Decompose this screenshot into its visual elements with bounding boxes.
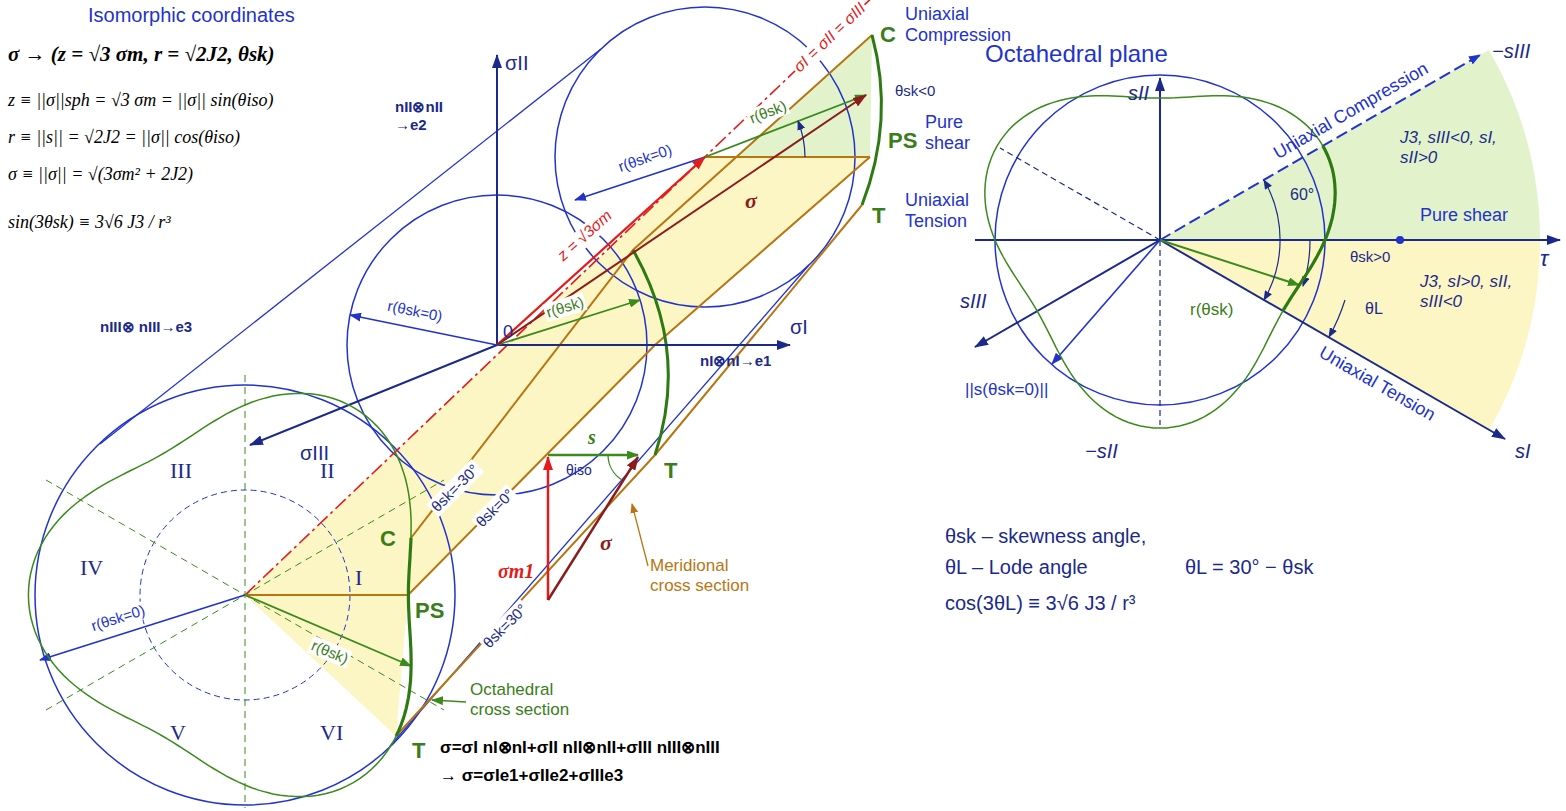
tension-sector-fill [245, 595, 408, 736]
radius-arrow [705, 95, 866, 157]
annotation-label: T [872, 203, 885, 229]
annotation-label: ||s(θsk=0)|| [965, 380, 1048, 400]
yield-arc [633, 250, 668, 455]
formula-text: III [170, 458, 192, 484]
annotation-label: sIII [960, 290, 987, 314]
tension-wedge [1160, 240, 1540, 430]
compression-wedge [1160, 50, 1540, 240]
annotation-label: τ [1540, 246, 1548, 272]
yield-arc [396, 538, 411, 736]
line-label: r(θsk=0) [614, 140, 676, 176]
formula-text: I [355, 565, 362, 591]
annotation-label: θiso [566, 462, 592, 479]
annotation-label: J3, sIII<0, sI, sII>0 [1400, 128, 1500, 168]
yield-arc [862, 35, 881, 205]
yield-curve [28, 393, 411, 796]
dashed-axis [1159, 240, 1160, 425]
annotation-label: σI [790, 316, 808, 340]
annotation-label: 60° [1290, 186, 1314, 205]
annotation-label: σ=σI nI⊗nI+σII nII⊗nII+σIII nIII⊗nIII [440, 738, 720, 758]
leader-line [432, 700, 466, 702]
annotation-label: θL – Lode angle [945, 556, 1088, 580]
sector-line [245, 375, 246, 808]
formula-text: s [588, 426, 596, 450]
line-label: θsk=30° [478, 599, 532, 653]
annotation-label: −sIII [1492, 40, 1530, 64]
annotation-label: T [412, 738, 425, 764]
radius-arrow [1052, 240, 1160, 364]
annotation-label: r(θsk) [1190, 300, 1233, 320]
annotation-label: Pure shear [1420, 205, 1508, 226]
formula-text: II [320, 458, 335, 484]
formula-text: r ≡ ||s|| = √2J2 = ||σ|| cos(θiso) [8, 127, 240, 148]
annotation-label: θL [1365, 300, 1383, 319]
annotation-label: sI [1515, 440, 1531, 464]
hydrostatic-arrow [497, 157, 705, 345]
tension-meridian [396, 205, 862, 736]
annotation-label: T [664, 458, 677, 484]
formula-text: VI [320, 720, 343, 746]
meridional-plane-fill [245, 157, 870, 595]
stress-arrow [497, 95, 866, 345]
formula-text: σ ≡ ||σ|| = √(3σm² + 2J2) [8, 164, 193, 185]
annotation-label: Meridional cross section [650, 556, 760, 596]
angle-arc [1329, 300, 1345, 337]
line-label: r(θsk=0) [87, 601, 149, 636]
radius-arrow [40, 595, 245, 660]
annotation-label: PS [415, 598, 444, 624]
leader-line [632, 504, 648, 566]
annotation-label: σII [505, 52, 528, 76]
annotation-label: Uniaxial Tension [905, 190, 985, 232]
formula-text: σ → (z = √3 σm, r = √2J2, θsk) [8, 42, 275, 67]
axis-arrow [250, 345, 497, 445]
annotation-label: nI⊗nI→e1 [700, 352, 771, 370]
near-shear-radius [245, 594, 408, 596]
formula-text: σm1 [498, 560, 534, 584]
annotation-label: 0 [503, 322, 513, 343]
annotation-label: C [880, 22, 896, 48]
annotation-label: Isomorphic coordinates [88, 4, 295, 28]
annotation-label: θsk<0 [895, 82, 935, 100]
annotation-label: θsk>0 [1350, 248, 1390, 266]
formula-text: V [170, 720, 186, 746]
deviator-arrow [548, 454, 638, 457]
annotation-label: Octahedral plane [985, 40, 1168, 68]
axis-arrow [1160, 240, 1505, 439]
dashed-axis [1000, 148, 1160, 240]
annotation-label: nII⊗nII →e2 [395, 98, 467, 133]
mean-stress-arrow [547, 457, 550, 600]
axis-arrow [975, 239, 1560, 241]
shear-dot [1396, 236, 1404, 244]
shear-meridian [408, 157, 870, 595]
axis-arrow [497, 344, 790, 346]
stress-arrow [548, 457, 638, 600]
annotation-label: θL = 30° − θsk [1185, 556, 1313, 580]
formula-text: IV [80, 555, 103, 581]
annotation-label: sII [1128, 82, 1149, 106]
axis-arrow [496, 55, 498, 345]
annotation-label: J3, sI>0, sII, sIII<0 [1420, 272, 1515, 312]
annotation-label: −sII [1085, 440, 1118, 464]
compression-meridian [411, 35, 872, 538]
formula-text: sin(3θsk) ≡ 3√6 J3 / r³ [8, 212, 171, 233]
annotation-label: PS [888, 128, 917, 154]
annotation-label: cos(3θL) ≡ 3√6 J3 / r³ [945, 592, 1136, 616]
formula-text: σ [745, 188, 757, 214]
far-shear-radius [705, 156, 870, 158]
annotation-label: θsk – skewness angle, [945, 525, 1146, 549]
annotation-label: Pure shear [925, 112, 985, 154]
line-label: r(θsk=0) [384, 296, 446, 325]
formula-text: z ≡ ||σ||sph = √3 σm = ||σ|| sin(θiso) [8, 90, 273, 111]
annotation-label: C [380, 526, 396, 552]
angle-arc [1264, 180, 1280, 300]
formula-text: σ [600, 530, 612, 556]
yield-arc [1283, 146, 1335, 311]
annotation-label: nIII⊗ nIII→e3 [100, 318, 192, 336]
axis-arrow [1159, 78, 1161, 240]
angle-arc [608, 455, 622, 480]
annotation-label: Octahedral cross section [470, 680, 585, 720]
annotation-label: → σ=σIe1+σIIe2+σIIIe3 [440, 766, 623, 786]
angle-arc [798, 121, 805, 157]
